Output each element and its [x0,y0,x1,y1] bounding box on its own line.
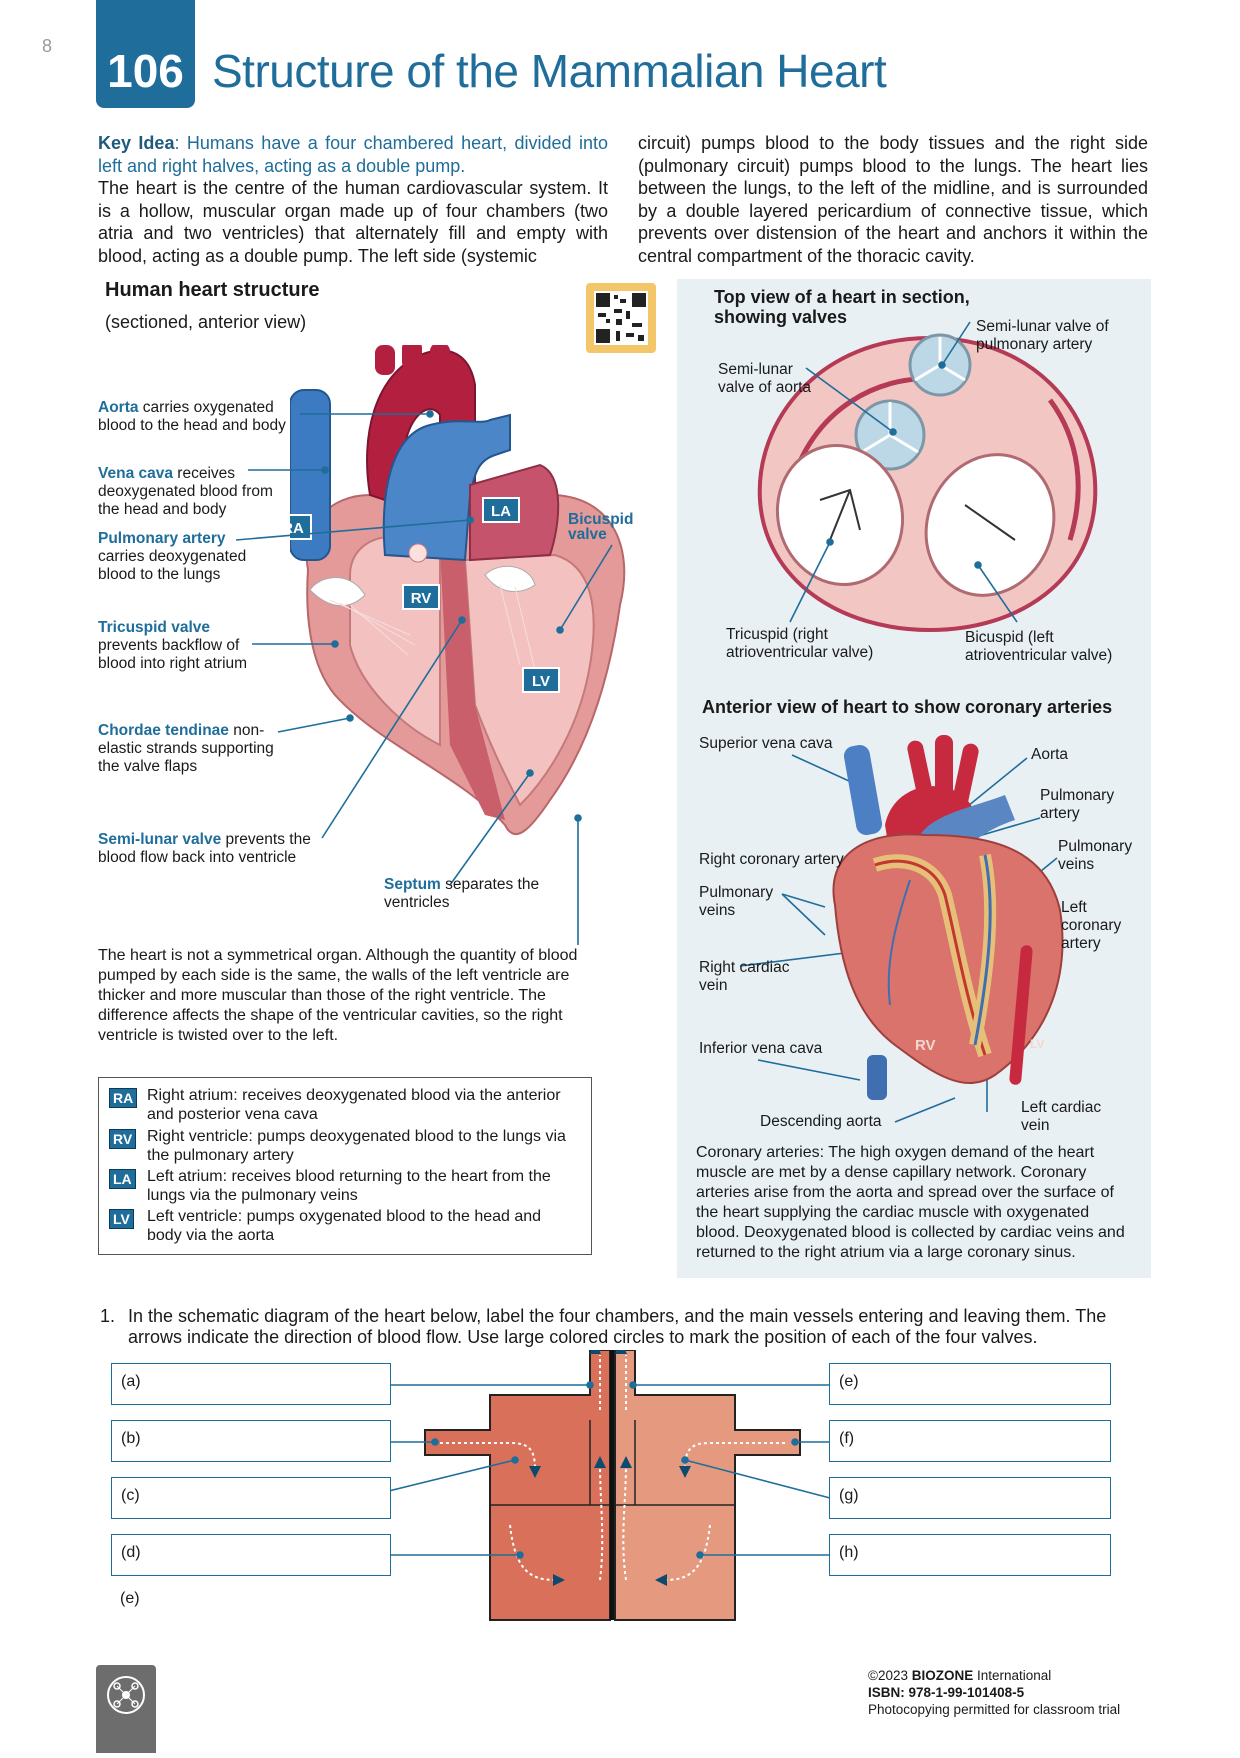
label-tricuspid-top: Tricuspid (right atrioventricular valve) [726,626,874,661]
label-bicuspid-top: Bicuspid (left atrioventricular valve) [965,629,1113,664]
label-pulmonary-veins-right: Pulmonary veins [1058,838,1133,873]
label-aorta: Aorta carries oxygenated blood to the he… [98,399,286,434]
intro-right-text: circuit) pumps blood to the body tissues… [638,133,1148,266]
coronary-caption: Coronary arteries: The high oxygen deman… [696,1144,1125,1261]
key-text-ra: Right atrium: receives deoxygenated bloo… [147,1087,561,1123]
footer-note: Photocopying permitted for classroom tri… [868,1702,1121,1717]
label-left-coronary-artery: Left coronary artery [1061,899,1122,952]
page-title: Structure of the Mammalian Heart [212,45,887,97]
label-semi-lunar-pulmonary: Semi-lunar valve of pulmonary artery [976,318,1109,353]
key-text-lv: Left ventricle: pumps oxygenated blood t… [147,1208,542,1244]
top-view-valves-illustration [757,333,1098,633]
tag-lv: LV [532,673,550,690]
answer-box-b[interactable]: (b) [111,1420,391,1462]
coronary-tag-rv: RV [915,1037,936,1054]
intro-left-column: Key Idea: Humans have a four chambered h… [98,132,608,268]
tag-la: LA [491,503,511,520]
label-coronary-aorta: Aorta [1031,746,1069,763]
activity-number: 106 [96,0,195,108]
figure-heading: Human heart structure [105,279,320,301]
key-text-la: Left atrium: receives blood returning to… [147,1168,551,1204]
label-chordae-tendinae: Chordae tendinae non-elastic strands sup… [98,722,274,775]
coronary-tag-lv: LV [1030,1037,1044,1051]
intro-left-text: The heart is the centre of the human car… [98,178,608,266]
label-septum: Septum separates the ventricles [384,876,540,911]
answer-label-e-left: (e) [120,1590,140,1607]
footer-isbn: ISBN: 978-1-99-101408-5 [868,1685,1025,1700]
label-pulmonary-veins-left: Pulmonary veins [699,884,774,919]
label-superior-vena-cava: Superior vena cava [699,735,833,752]
label-tricuspid-valve: Tricuspid valve prevents backflow of blo… [98,619,248,672]
page-number: 8 [42,36,53,56]
top-view-heading: Top view of a heart in section,showing v… [714,287,970,327]
label-left-cardiac-vein: Left cardiac vein [1021,1099,1102,1134]
key-tag-ra: RA [109,1088,138,1108]
key-tag-lv: LV [109,1209,134,1229]
key-idea: Key Idea: Humans have a four chambered h… [98,133,608,176]
coronary-heart-illustration: RV LV [832,735,1064,1100]
figure-subheading: (sectioned, anterior view) [105,312,307,332]
footer-copyright: ©2023 BIOZONE International ISBN: 978-1-… [868,1668,1121,1717]
label-semi-lunar-valve: Semi-lunar valve prevents the blood flow… [98,831,311,866]
label-right-coronary-artery: Right coronary artery [699,851,844,868]
key-tag-rv: RV [109,1129,137,1149]
tag-ra: RA [290,520,304,537]
answer-box-g[interactable]: (g) [829,1477,1111,1519]
answer-box-c[interactable]: (c) [111,1477,391,1519]
key-text-rv: Right ventricle: pumps deoxygenated bloo… [147,1128,566,1164]
key-tag-la: LA [109,1169,136,1189]
sectioned-heart-illustration: RA RV LA LV [290,345,626,836]
answer-box-h[interactable]: (h) [829,1534,1111,1576]
label-right-cardiac-vein: Right cardiac vein [699,959,790,994]
tag-rv: RV [411,590,432,607]
label-pulmonary-artery: Pulmonary artery carries deoxygenated bl… [98,530,247,583]
answer-box-a[interactable]: (a) [111,1363,391,1405]
label-semi-lunar-aorta: Semi-lunar valve of aorta [718,361,812,396]
coronary-heading: Anterior view of heart to show coronary … [702,697,1113,717]
asymmetry-note: The heart is not a symmetrical organ. Al… [98,947,578,1044]
answer-box-f[interactable]: (f) [829,1420,1111,1462]
concept-map-icon[interactable] [96,1665,156,1753]
schematic-heart-diagram [390,1350,831,1621]
chamber-key: RA Right atrium: receives deoxygenated b… [98,1077,592,1255]
label-descending-aorta: Descending aorta [760,1113,882,1130]
qr-code[interactable] [586,283,656,353]
label-inferior-vena-cava: Inferior vena cava [699,1040,823,1057]
label-vena-cava: Vena cava receives deoxygenated blood fr… [98,465,273,518]
answer-box-d[interactable]: (d) [111,1534,391,1576]
question-1: 1. In the schematic diagram of the heart… [100,1306,1107,1347]
left-figure-leader-lines [235,410,613,945]
label-coronary-pulmonary-artery: Pulmonary artery [1040,787,1115,822]
label-bicuspid-valve: Bicuspid valve [568,511,634,543]
answer-box-e[interactable]: (e) [829,1363,1111,1405]
